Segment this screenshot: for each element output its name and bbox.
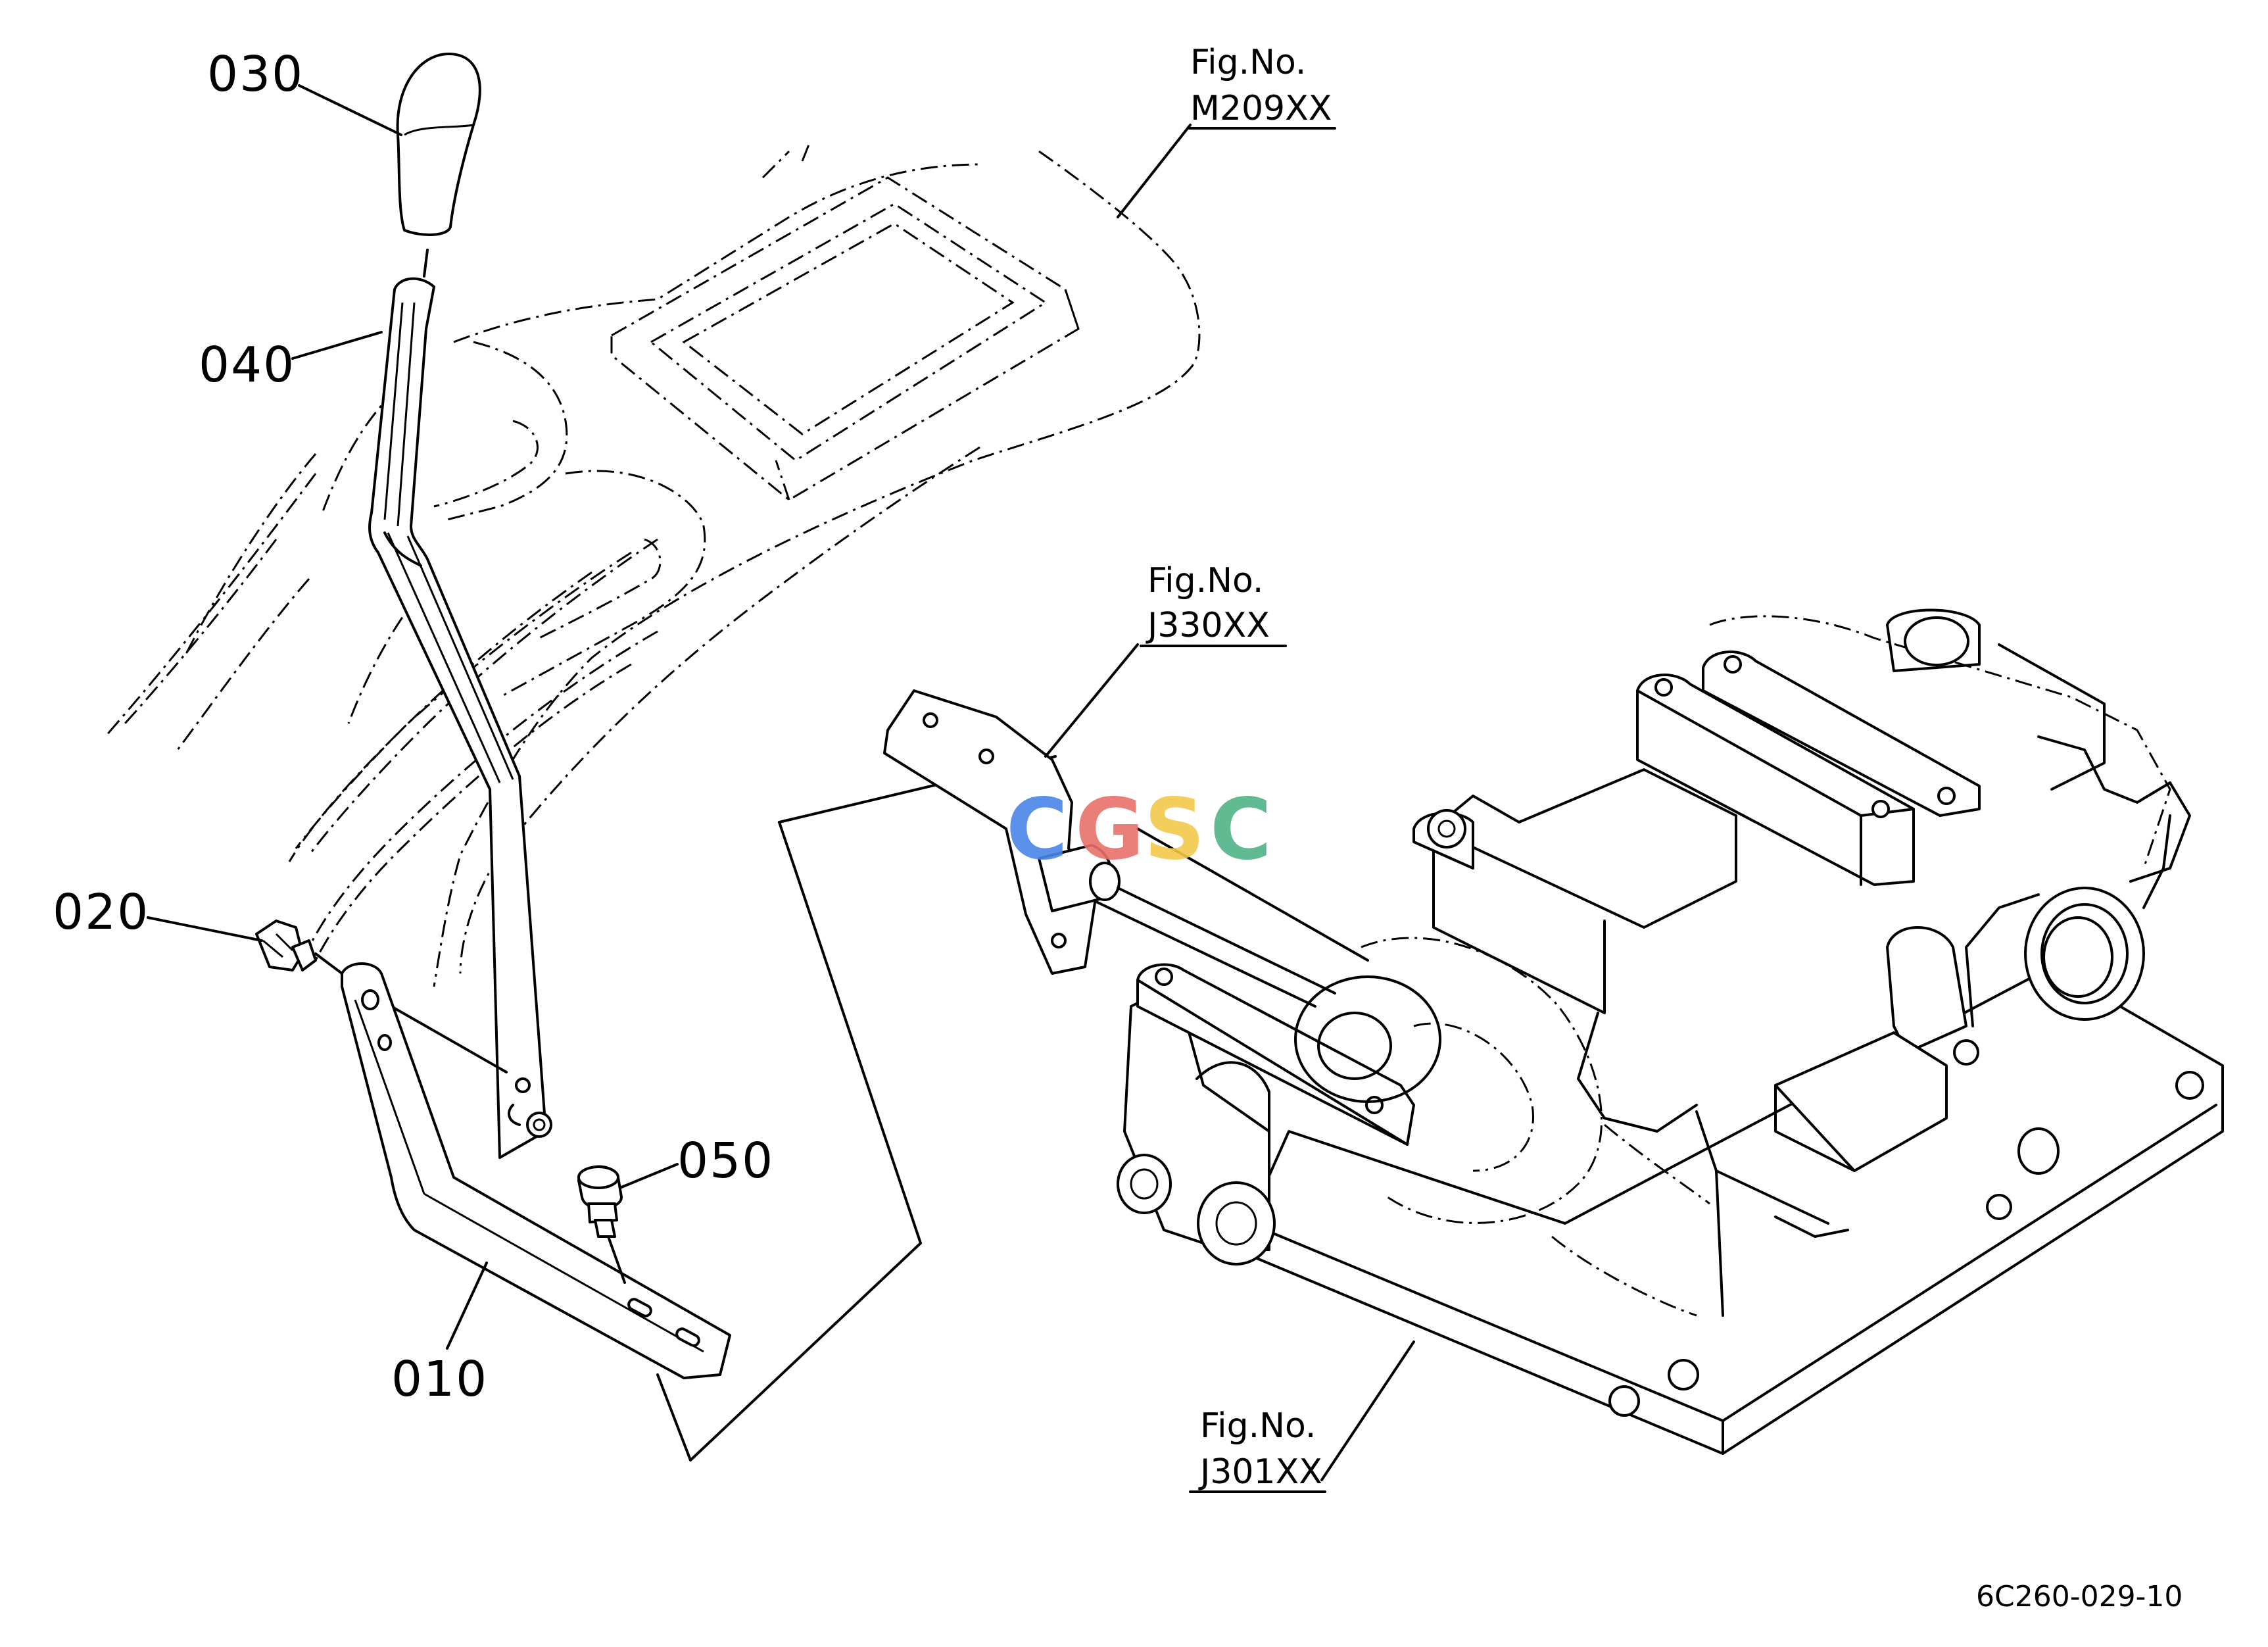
lever-grip-030 [396,52,481,236]
arm-plate [883,689,1121,975]
fig-ref-m209: Fig.No. M209XX [1188,43,1336,130]
part-label-040: 040 [199,337,295,393]
fig-ref-label: Fig.No. [1147,561,1263,601]
bracket-slot-1 [627,1298,652,1317]
bolt-020 [255,920,343,975]
part-labels: 030 040 020 050 010 [53,46,774,1408]
part-label-030: 030 [207,46,304,103]
lever-rod-040 [367,249,552,1159]
lever-hole [515,1077,531,1093]
fig-ref-label: Fig.No. [1190,43,1306,82]
fig-ref-code: J301XX [1198,1452,1322,1492]
fig-leaders [1044,124,1415,1481]
fig-ref-code: M209XX [1190,89,1332,128]
bracket-hole-lower [377,1034,392,1051]
bracket-hole-top [361,989,379,1010]
fig-ref-label: Fig.No. [1200,1406,1316,1446]
drawing-code: 6C260-029-10 [1976,1580,2183,1613]
fig-ref-code: J330XX [1146,606,1270,645]
watermark-letter-3: S [1144,781,1205,879]
fender-console-outline [104,144,1201,987]
bracket-slot-2 [675,1327,700,1347]
watermark-letter-2: G [1075,781,1144,879]
lever-clip [508,1104,521,1126]
cgsc-watermark: C G S C [1006,781,1272,879]
part-label-050: 050 [677,1133,774,1189]
watermark-letter-1: C [1006,781,1068,879]
part-label-010: 010 [391,1351,488,1408]
fig-ref-j330: Fig.No. J330XX [1140,561,1287,647]
bracket-010 [341,962,731,1379]
bolt-050 [577,1165,626,1284]
fig-ref-j301: Fig.No. J301XX [1189,1406,1326,1493]
hydraulic-housing [1094,608,2224,1455]
watermark-letter-4: C [1210,781,1272,879]
leader-lines [147,84,679,1350]
part-label-020: 020 [53,884,149,941]
